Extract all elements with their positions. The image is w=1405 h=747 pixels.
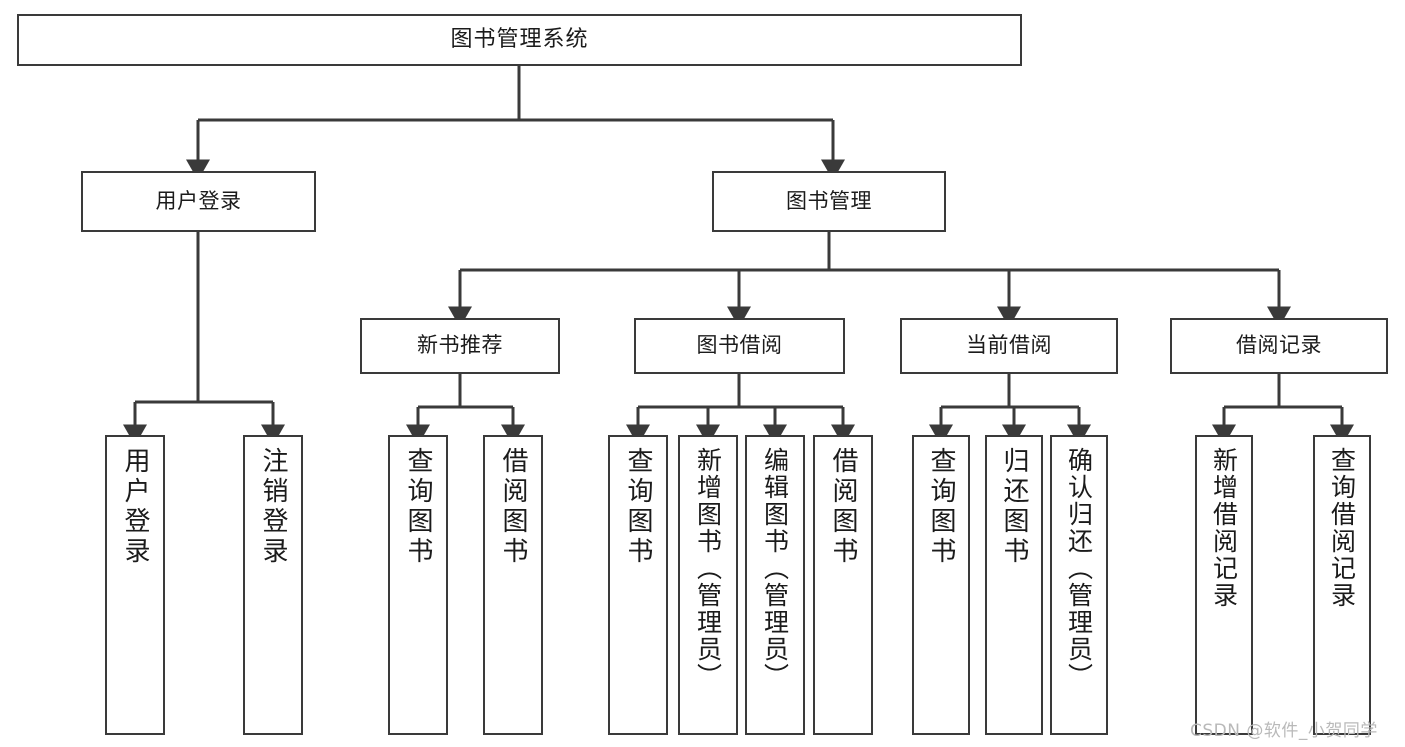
- node-root-label: 图书管理系统: [450, 26, 589, 52]
- leaf-user-login[interactable]: 用户登录: [105, 435, 165, 735]
- node-current-borrow-label: 当前借阅: [966, 333, 1052, 358]
- leaf-query-borrow-record[interactable]: 查询借阅记录: [1313, 435, 1371, 735]
- leaf-logout-login-label: 注销登录: [258, 447, 288, 567]
- leaf-query-book-borrow-label: 查询图书: [623, 447, 653, 567]
- leaf-return-book-label: 归还图书: [999, 447, 1029, 567]
- node-borrow-record[interactable]: 借阅记录: [1170, 318, 1388, 374]
- leaf-confirm-return-admin-label: 确认归还（管理员）: [1064, 447, 1094, 690]
- node-user-login[interactable]: 用户登录: [81, 171, 316, 232]
- leaf-borrow-book-rec-label: 借阅图书: [498, 447, 528, 567]
- leaf-borrow-book-rec[interactable]: 借阅图书: [483, 435, 543, 735]
- node-borrow-record-label: 借阅记录: [1236, 333, 1322, 358]
- node-book-borrow-label: 图书借阅: [696, 333, 783, 358]
- node-book-borrow[interactable]: 图书借阅: [634, 318, 845, 374]
- node-book-manage-label: 图书管理: [786, 188, 872, 213]
- leaf-query-book-borrow[interactable]: 查询图书: [608, 435, 668, 735]
- node-user-login-label: 用户登录: [155, 188, 242, 213]
- node-current-borrow[interactable]: 当前借阅: [900, 318, 1118, 374]
- leaf-edit-book-admin[interactable]: 编辑图书（管理员）: [745, 435, 805, 735]
- leaf-add-borrow-record-label: 新增借阅记录: [1209, 447, 1239, 609]
- leaf-logout-login[interactable]: 注销登录: [243, 435, 303, 735]
- leaf-edit-book-admin-label: 编辑图书（管理员）: [760, 447, 790, 690]
- leaf-borrow-book-label: 借阅图书: [828, 447, 858, 567]
- leaf-return-book[interactable]: 归还图书: [985, 435, 1043, 735]
- leaf-query-borrow-record-label: 查询借阅记录: [1327, 447, 1357, 609]
- node-book-manage[interactable]: 图书管理: [712, 171, 946, 232]
- node-root[interactable]: 图书管理系统: [17, 14, 1022, 66]
- leaf-query-book-current-label: 查询图书: [926, 447, 956, 567]
- leaf-borrow-book[interactable]: 借阅图书: [813, 435, 873, 735]
- leaf-add-book-admin-label: 新增图书（管理员）: [693, 447, 723, 690]
- csdn-watermark: CSDN @软件_小贺同学: [1190, 721, 1378, 741]
- leaf-confirm-return-admin[interactable]: 确认归还（管理员）: [1050, 435, 1108, 735]
- node-new-book-recommend[interactable]: 新书推荐: [360, 318, 560, 374]
- leaf-query-book-rec-label: 查询图书: [403, 447, 433, 567]
- leaf-query-book-current[interactable]: 查询图书: [912, 435, 970, 735]
- leaf-add-borrow-record[interactable]: 新增借阅记录: [1195, 435, 1253, 735]
- node-new-book-recommend-label: 新书推荐: [417, 333, 503, 358]
- leaf-query-book-rec[interactable]: 查询图书: [388, 435, 448, 735]
- leaf-user-login-label: 用户登录: [120, 447, 150, 567]
- leaf-add-book-admin[interactable]: 新增图书（管理员）: [678, 435, 738, 735]
